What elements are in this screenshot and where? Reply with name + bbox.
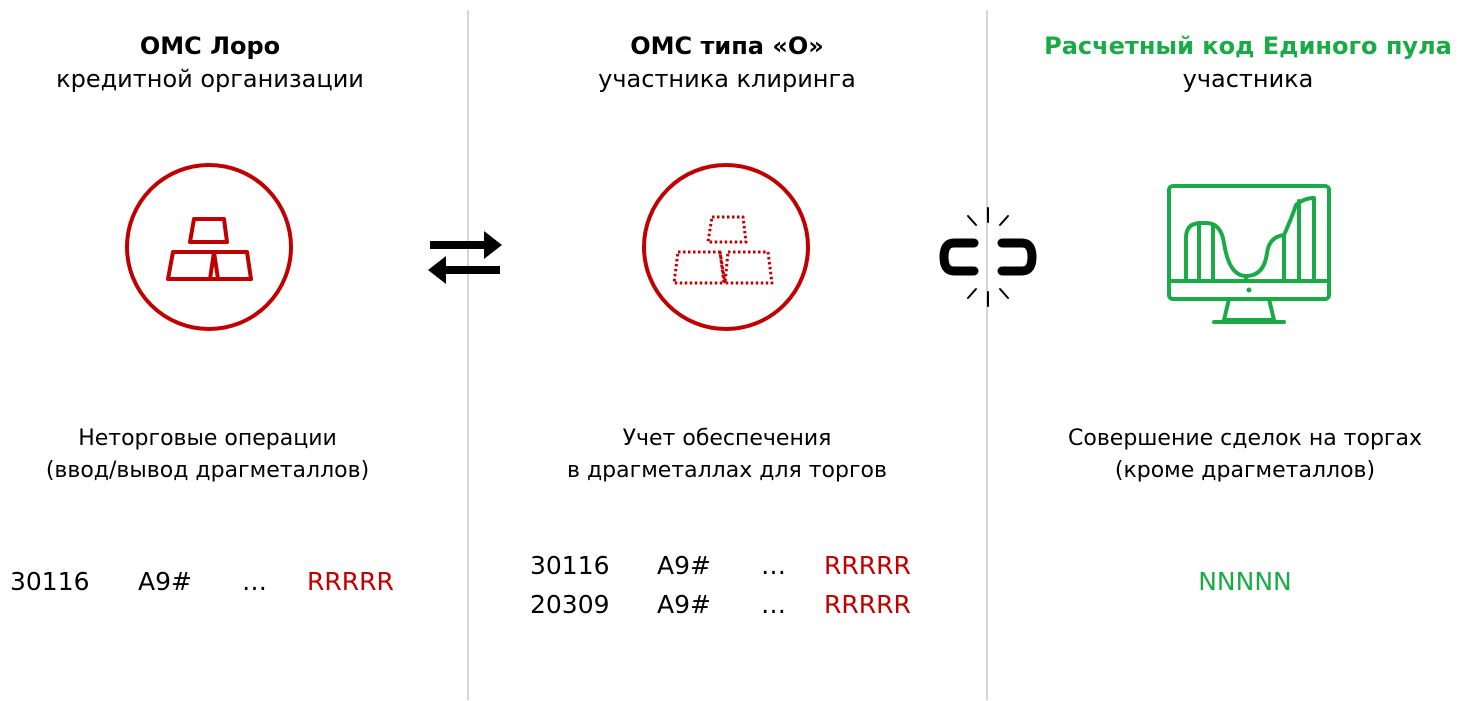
dotted-gold-bars-icon: [642, 163, 810, 331]
column-3-desc-line2: (кроме драгметаллов): [1114, 458, 1376, 483]
column-1-header: ОМС Лоро кредитной организации: [0, 30, 420, 96]
column-3-subtitle: участника: [1182, 65, 1314, 93]
trading-monitor-icon: [1167, 184, 1331, 324]
column-2-description: Учет обеспечения в драгметаллах для торг…: [512, 423, 942, 487]
code-value: NNNNN: [1198, 567, 1292, 596]
code-dots: …: [242, 567, 267, 596]
column-1-desc-line1: Неторговые операции: [78, 426, 337, 451]
code-suffix: RRRRR: [307, 567, 394, 596]
column-1-code-row: 30116 A9# … RRRRR: [10, 566, 430, 598]
code-suffix: RRRRR: [824, 590, 911, 619]
column-1-title: ОМС Лоро: [139, 32, 281, 60]
code-suffix: RRRRR: [824, 551, 911, 580]
column-3-header: Расчетный код Единого пула участника: [1025, 30, 1471, 96]
column-2-code-row-2: 20309 A9# … RRRRR: [530, 589, 950, 621]
column-2-subtitle: участника клиринга: [598, 65, 856, 93]
column-1-subtitle: кредитной организации: [56, 65, 364, 93]
code-mid: A9#: [657, 551, 711, 580]
code-mid: A9#: [657, 590, 711, 619]
column-3-desc-line1: Совершение сделок на торгах: [1068, 426, 1422, 451]
code-dots: …: [761, 590, 786, 619]
column-3-code: NNNNN: [1022, 566, 1468, 597]
broken-link-icon: [939, 207, 1037, 307]
column-2-desc-line2: в драгметаллах для торгов: [567, 458, 887, 483]
code-prefix: 20309: [530, 590, 610, 619]
column-2-title: ОМС типа «О»: [630, 32, 824, 60]
column-2-desc-line1: Учет обеспечения: [622, 426, 832, 451]
column-3-description: Совершение сделок на торгах (кроме драгм…: [1022, 423, 1468, 487]
column-3-title: Расчетный код Единого пула: [1044, 32, 1452, 60]
code-mid: A9#: [138, 567, 192, 596]
code-dots: …: [761, 551, 786, 580]
column-1-desc-line2: (ввод/вывод драгметаллов): [45, 458, 370, 483]
column-divider-1: [467, 10, 469, 700]
column-2-code-row-1: 30116 A9# … RRRRR: [530, 550, 950, 582]
code-prefix: 30116: [10, 567, 90, 596]
column-1-description: Неторговые операции (ввод/вывод драгмета…: [0, 423, 415, 487]
exchange-arrows-icon: [428, 231, 502, 284]
gold-bars-icon: [125, 163, 293, 331]
column-divider-2: [986, 10, 988, 700]
code-prefix: 30116: [530, 551, 610, 580]
column-2-header: ОМС типа «О» участника клиринга: [512, 30, 942, 96]
